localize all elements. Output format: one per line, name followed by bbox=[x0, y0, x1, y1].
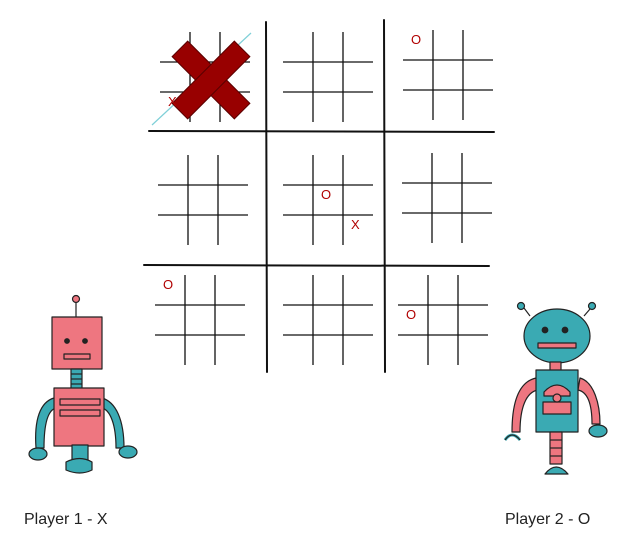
robot-boxy-icon bbox=[28, 294, 138, 474]
big-grid-line-v2 bbox=[383, 19, 386, 373]
small-board-top-right[interactable] bbox=[403, 30, 493, 120]
mark-o: O bbox=[406, 307, 416, 322]
player-2-label: Player 2 - O bbox=[505, 511, 591, 528]
small-board-middle-right[interactable] bbox=[402, 153, 492, 243]
mark-x: X bbox=[168, 94, 177, 109]
small-board-middle-left[interactable] bbox=[158, 155, 248, 245]
small-boards bbox=[155, 30, 493, 365]
big-grid-line-h2 bbox=[143, 264, 490, 267]
player-1-label: Player 1 - X bbox=[24, 511, 108, 528]
small-board-center[interactable] bbox=[283, 155, 373, 245]
small-board-bottom-left[interactable] bbox=[155, 275, 245, 365]
marks-layer: X O O X O O bbox=[163, 32, 421, 322]
mark-o: O bbox=[411, 32, 421, 47]
big-board-grid bbox=[143, 19, 495, 373]
robot-round-icon bbox=[503, 301, 608, 475]
small-board-bottom-middle[interactable] bbox=[283, 275, 373, 365]
big-grid-line-v1 bbox=[265, 21, 268, 373]
mark-o: O bbox=[321, 187, 331, 202]
small-board-bottom-right[interactable] bbox=[398, 275, 488, 365]
mark-x: X bbox=[351, 217, 360, 232]
top-left-board-win bbox=[151, 32, 252, 126]
mark-o: O bbox=[163, 277, 173, 292]
big-grid-line-h1 bbox=[148, 130, 495, 133]
big-x-icon bbox=[171, 40, 251, 120]
small-board-top-middle[interactable] bbox=[283, 32, 373, 122]
